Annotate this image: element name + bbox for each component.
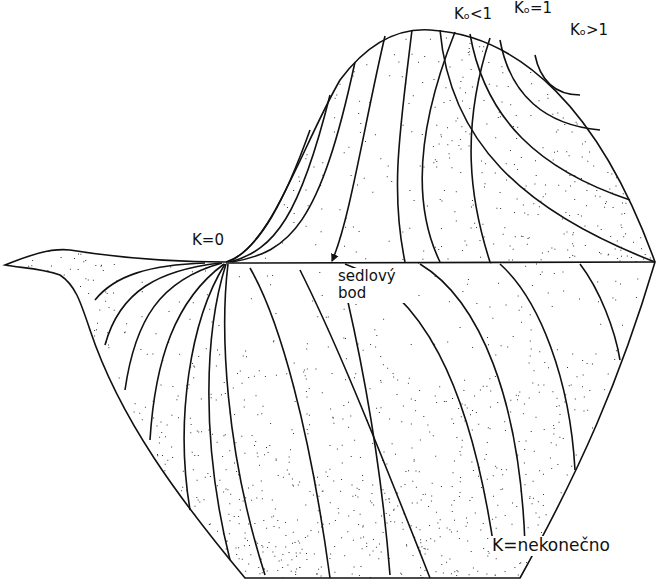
curve-label: K=nekonečno (490, 536, 612, 556)
parameter-label: Kₒ>1 (568, 22, 610, 39)
point-label: sedlový bod (336, 268, 406, 303)
parameter-label: Kₒ=1 (512, 0, 554, 17)
parameter-label: Kₒ<1 (452, 6, 494, 23)
curve-label: K=0 (190, 232, 226, 249)
